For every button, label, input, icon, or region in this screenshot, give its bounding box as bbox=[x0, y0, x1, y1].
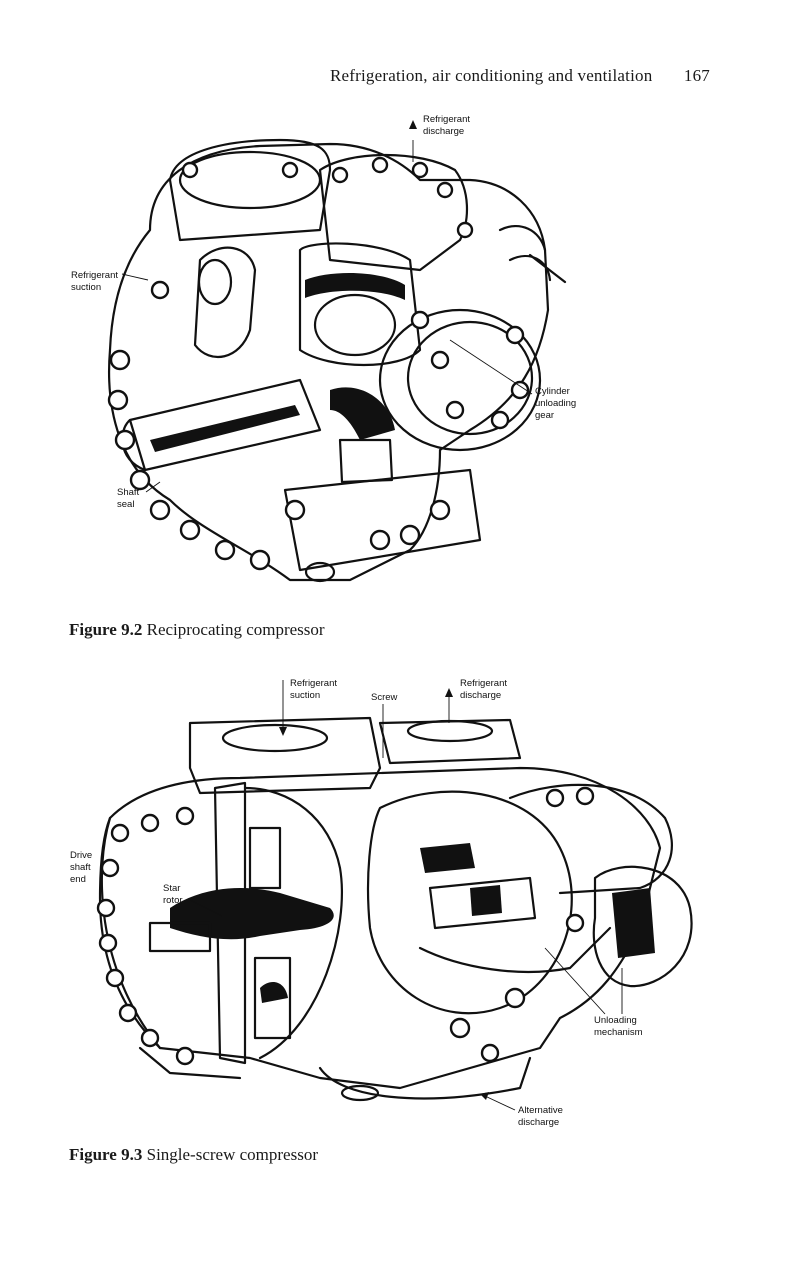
svg-text:gear: gear bbox=[535, 410, 554, 421]
label-screw: Screw bbox=[371, 692, 398, 703]
compressor-bolts bbox=[107, 156, 530, 571]
compressor-body bbox=[108, 138, 567, 583]
label-refrigerant-discharge: Refrigerant bbox=[460, 678, 507, 689]
figure-2-title: Single-screw compressor bbox=[146, 1145, 318, 1164]
svg-text:seal: seal bbox=[117, 499, 134, 510]
running-head-title: Refrigeration, air conditioning and vent… bbox=[330, 66, 653, 85]
svg-text:unloading: unloading bbox=[535, 398, 576, 409]
label-refrigerant-suction: Refrigerant bbox=[290, 678, 337, 689]
svg-text:end: end bbox=[70, 874, 86, 885]
svg-text:mechanism: mechanism bbox=[594, 1027, 643, 1038]
label-drive-shaft-end: Drive bbox=[70, 850, 92, 861]
figure-1-caption: Figure 9.2 Reciprocating compressor bbox=[69, 620, 325, 640]
figure-2-caption: Figure 9.3 Single-screw compressor bbox=[69, 1145, 318, 1165]
label-refrigerant-suction: Refrigerant bbox=[71, 270, 118, 281]
label-unloading-mechanism: Unloading bbox=[594, 1015, 637, 1026]
svg-text:rotor: rotor bbox=[163, 895, 183, 906]
svg-text:shaft: shaft bbox=[70, 862, 91, 873]
single-screw-compressor-illustration: Refrigerant suction Screw Refrigerant di… bbox=[70, 678, 693, 1128]
screw-compressor-bolts bbox=[96, 786, 595, 1066]
figure-2-number: Figure 9.3 bbox=[69, 1145, 143, 1164]
svg-text:suction: suction bbox=[290, 690, 320, 701]
svg-text:discharge: discharge bbox=[460, 690, 501, 701]
figure-2-labels: Refrigerant suction Screw Refrigerant di… bbox=[70, 678, 643, 1128]
svg-text:discharge: discharge bbox=[518, 1117, 559, 1128]
svg-text:suction: suction bbox=[71, 282, 101, 293]
running-head: Refrigeration, air conditioning and vent… bbox=[330, 66, 710, 92]
screw-compressor-body bbox=[98, 716, 693, 1102]
label-cylinder-unloading-gear: Cylinder bbox=[535, 386, 570, 397]
page-number: 167 bbox=[683, 66, 710, 85]
svg-text:discharge: discharge bbox=[423, 126, 464, 137]
figure-1-number: Figure 9.2 bbox=[69, 620, 143, 639]
label-alternative-discharge: Alternative bbox=[518, 1105, 563, 1116]
label-star-rotor: Star bbox=[163, 883, 180, 894]
label-refrigerant-discharge: Refrigerant bbox=[423, 114, 470, 125]
label-shaft-seal: Shaft bbox=[117, 487, 140, 498]
reciprocating-compressor-illustration: Refrigerant discharge Refrigerant suctio… bbox=[71, 114, 576, 583]
figure-1-title: Reciprocating compressor bbox=[146, 620, 325, 639]
figure-1-labels: Refrigerant discharge Refrigerant suctio… bbox=[71, 114, 576, 510]
